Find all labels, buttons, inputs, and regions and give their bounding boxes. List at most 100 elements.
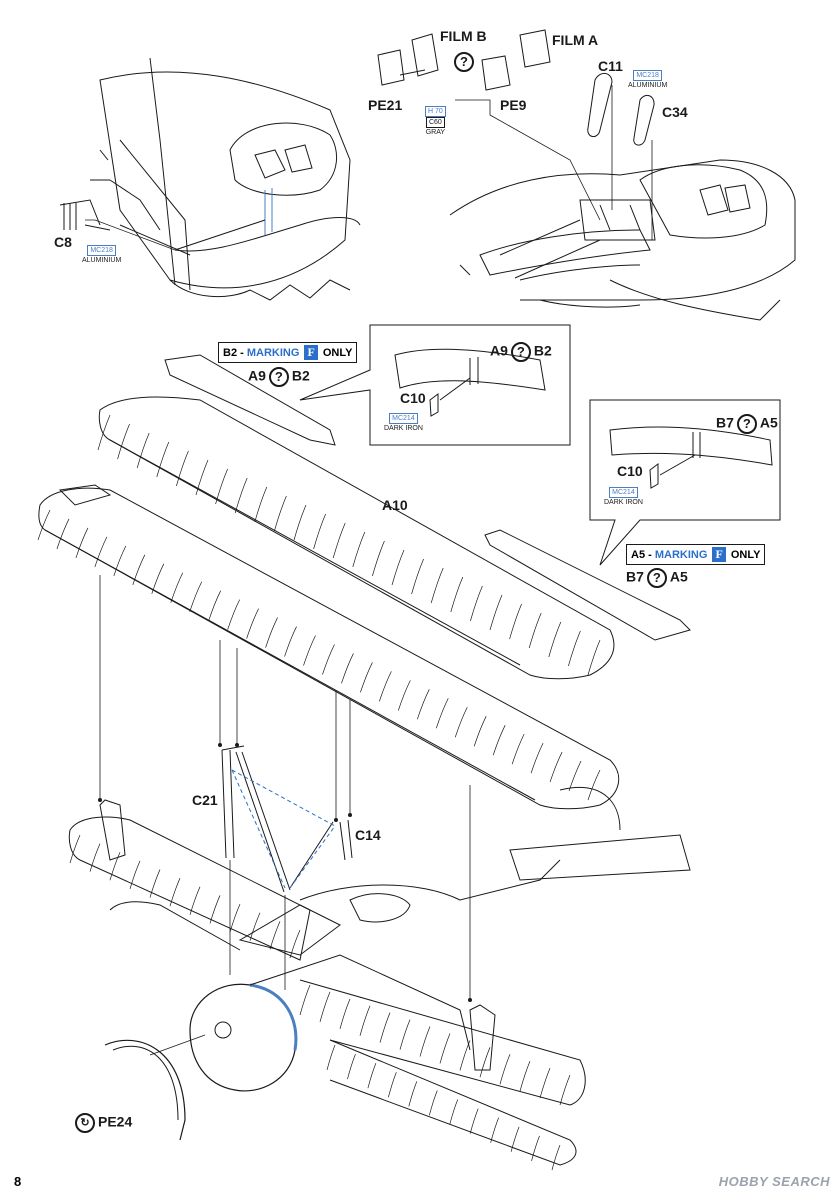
wing-rib: [435, 698, 449, 729]
wing-rib: [89, 843, 101, 872]
wing-rib: [209, 895, 221, 924]
cockpit-detail-left: [59, 57, 361, 301]
page-number: 8: [14, 1174, 22, 1189]
wing-rib: [69, 834, 81, 864]
middle-wing: [38, 484, 620, 810]
fuselage-lower-wing: [68, 786, 691, 1166]
wing-rib: [229, 903, 241, 933]
wing-rib: [530, 742, 544, 774]
label-pe21: PE21: [368, 97, 403, 113]
wing-rib: [322, 644, 335, 675]
wing-rib: [509, 603, 522, 640]
wing-rib: [411, 558, 424, 595]
wing-rib: [352, 531, 366, 568]
inset-label-a9-b2: A9?B2: [490, 342, 552, 362]
label-c21: C21: [192, 792, 218, 808]
wing-rib: [56, 518, 70, 550]
wing-rib: [195, 459, 209, 496]
wing-rib: [439, 1033, 451, 1064]
wing-rib: [519, 1061, 531, 1092]
wing-rib: [391, 549, 405, 586]
paint-mc218-left: MC218 ALUMINIUM: [82, 245, 122, 264]
wing-rib: [492, 725, 506, 756]
wing-rib: [234, 477, 248, 514]
wing-rib: [559, 1074, 571, 1106]
wing-rib: [449, 1099, 459, 1125]
wing-rib: [269, 921, 281, 950]
label-a9-b2: A9?B2: [248, 367, 310, 387]
wing-rib: [332, 522, 346, 559]
wing-rib: [339, 998, 351, 1029]
wing-rib: [473, 716, 487, 747]
wing-rib: [419, 1026, 431, 1057]
wing-rib: [289, 929, 301, 959]
wing-rib: [156, 441, 170, 478]
wing-rib: [189, 581, 203, 612]
upper-wing: [98, 354, 691, 680]
wing-rib: [254, 486, 268, 523]
label-c10-right: C10: [617, 463, 643, 479]
wing-rib: [479, 1047, 491, 1078]
label-b7-a5: B7?A5: [626, 568, 688, 588]
leader-lines-top: [85, 85, 653, 251]
wing-rib: [284, 626, 297, 657]
wing-rib: [313, 513, 326, 550]
wing-rib: [37, 509, 51, 541]
wing-rib: [117, 423, 130, 460]
wing-rib: [151, 563, 165, 594]
wing-rib: [388, 1072, 397, 1098]
wing-rib: [227, 599, 240, 630]
paint-mc218-top: MC218 ALUMINIUM: [628, 70, 668, 89]
wing-rib: [539, 1067, 551, 1099]
label-c10-left: C10: [400, 390, 426, 406]
wing-ribs: [37, 414, 601, 1171]
wing-rib: [215, 468, 228, 505]
wing-rib: [549, 751, 563, 783]
wing-rib: [528, 612, 542, 649]
wing-rib: [367, 1063, 377, 1089]
wing-rib: [428, 1090, 438, 1116]
marking-note-b2: B2 - MARKING F ONLY: [218, 342, 358, 363]
wing-rib: [303, 635, 316, 666]
wing-rib: [189, 886, 201, 915]
wing-rib: [511, 733, 525, 765]
label-film-b: FILM B: [440, 28, 487, 44]
wing-rib: [109, 852, 121, 881]
wing-rib: [399, 1019, 411, 1050]
label-c8: C8: [54, 234, 72, 250]
wing-rib: [249, 912, 261, 941]
wing-rib: [531, 1135, 540, 1162]
label-c14: C14: [355, 827, 381, 843]
bend-icon: ↻: [75, 1113, 95, 1133]
wing-rib: [372, 540, 385, 577]
wing-rib: [75, 527, 89, 559]
inset-box-left: [299, 324, 571, 446]
wing-rib: [274, 495, 287, 532]
attachment-points: [98, 743, 472, 1002]
wing-rib: [347, 1053, 356, 1080]
wing-rib: [208, 590, 222, 621]
wing-rib: [499, 1054, 511, 1085]
inset-label-b7-a5: B7?A5: [716, 414, 778, 434]
wing-rib: [113, 545, 127, 576]
label-pe9: PE9: [500, 97, 527, 113]
wing-rib: [490, 1117, 499, 1143]
wing-rib: [379, 671, 392, 702]
wing-rib: [587, 769, 601, 801]
wing-rib: [265, 617, 278, 648]
wing-rib: [470, 585, 483, 622]
wing-rib: [430, 567, 444, 604]
wing-rib: [169, 878, 181, 907]
wing-rib: [459, 1040, 471, 1071]
wing-rib: [293, 504, 307, 541]
wing-rib: [360, 662, 373, 693]
wing-rib: [548, 621, 562, 658]
question-icon: ?: [451, 52, 477, 72]
wing-rib: [132, 554, 146, 585]
leader-lines-assembly: [99, 575, 471, 1056]
wing-rib: [136, 432, 150, 469]
film-parts: [377, 29, 551, 91]
wing-rib: [568, 630, 581, 667]
